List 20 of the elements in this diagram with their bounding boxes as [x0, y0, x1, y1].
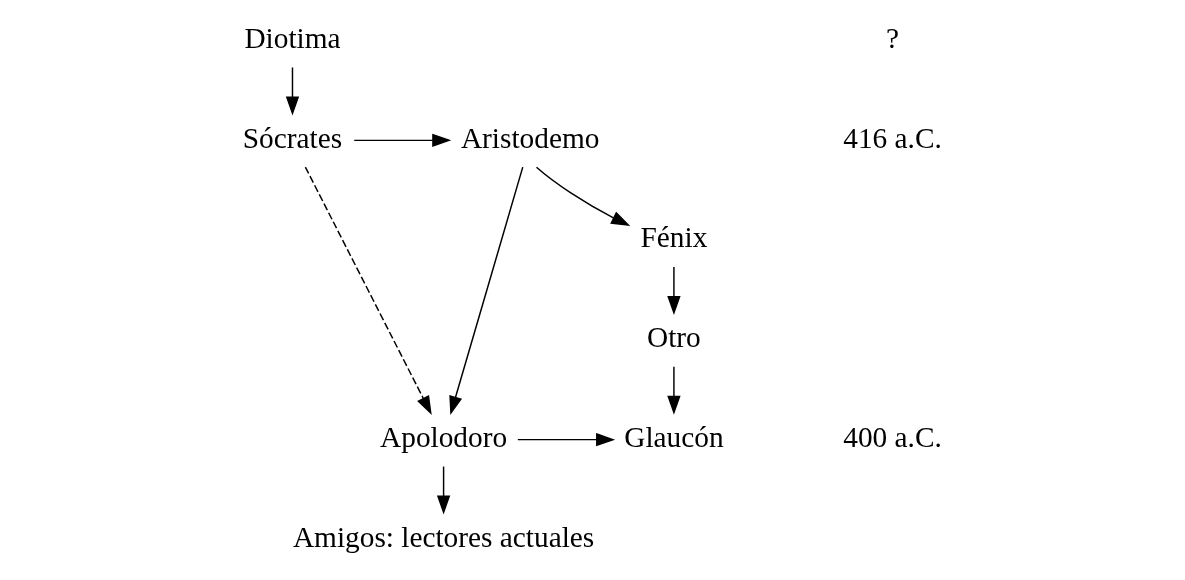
node-text: Glaucón	[624, 420, 724, 453]
arrow	[304, 166, 432, 415]
arrow	[436, 465, 451, 515]
arrow	[449, 166, 524, 416]
node-text: Aristodemo	[460, 121, 600, 154]
label: ?	[886, 21, 900, 54]
node-text: Amigos: lectores actuales	[292, 520, 595, 553]
label: 416 a.C.	[843, 121, 942, 154]
node-text: Sócrates	[242, 121, 343, 154]
label: 400 a.C.	[843, 420, 942, 453]
arrow	[667, 266, 681, 316]
arrow	[353, 133, 452, 148]
arrow	[667, 366, 681, 415]
node-text: Apolodoro	[380, 420, 508, 453]
arrow	[517, 432, 616, 447]
arrow	[535, 166, 631, 226]
node-text: Otro	[647, 321, 701, 354]
node-text: Fénix	[640, 221, 708, 254]
node-text: Diotima	[244, 21, 341, 54]
arrow	[285, 66, 300, 116]
